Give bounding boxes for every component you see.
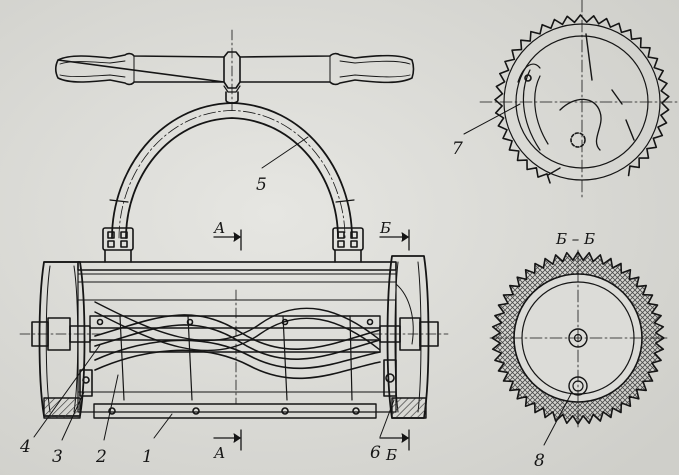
bed-knife: [93, 403, 377, 419]
section-lines: [213, 229, 410, 451]
label-1: 1: [142, 447, 153, 467]
label-6: 6: [370, 443, 381, 463]
axle-right: [371, 317, 449, 351]
right-wheel: [386, 255, 430, 419]
section-b-top: Б: [379, 219, 391, 237]
left-wheel: [38, 261, 86, 419]
leader-lines: [33, 103, 573, 446]
callout-labels: 5 7 4 3 2 1 6 8: [19, 139, 545, 471]
arched-handle: [109, 102, 355, 239]
label-8: 8: [534, 451, 545, 471]
side-plate-left: [79, 369, 93, 397]
bracket-left: [102, 227, 134, 263]
label-3: 3: [52, 447, 63, 467]
label-7: 7: [452, 139, 463, 159]
section-labels: А А Б Б Б – Б: [213, 219, 595, 464]
section-a-bottom: А: [213, 444, 225, 462]
label-5: 5: [256, 175, 267, 195]
axle-left: [19, 317, 101, 351]
gear-detail: [383, 359, 397, 397]
label-2: 2: [95, 447, 107, 467]
label-4: 4: [19, 437, 31, 457]
section-a-top: А: [213, 219, 225, 237]
handle-bar: [54, 52, 415, 86]
mower-frame: [77, 261, 397, 413]
reel-assembly: [89, 289, 381, 405]
section-b-bottom: Б: [385, 446, 397, 464]
bracket-right: [332, 227, 364, 263]
wheel-section: [489, 249, 669, 429]
section-b-b-title: Б – Б: [555, 230, 595, 248]
gear-wheel-partial: [479, 0, 679, 201]
